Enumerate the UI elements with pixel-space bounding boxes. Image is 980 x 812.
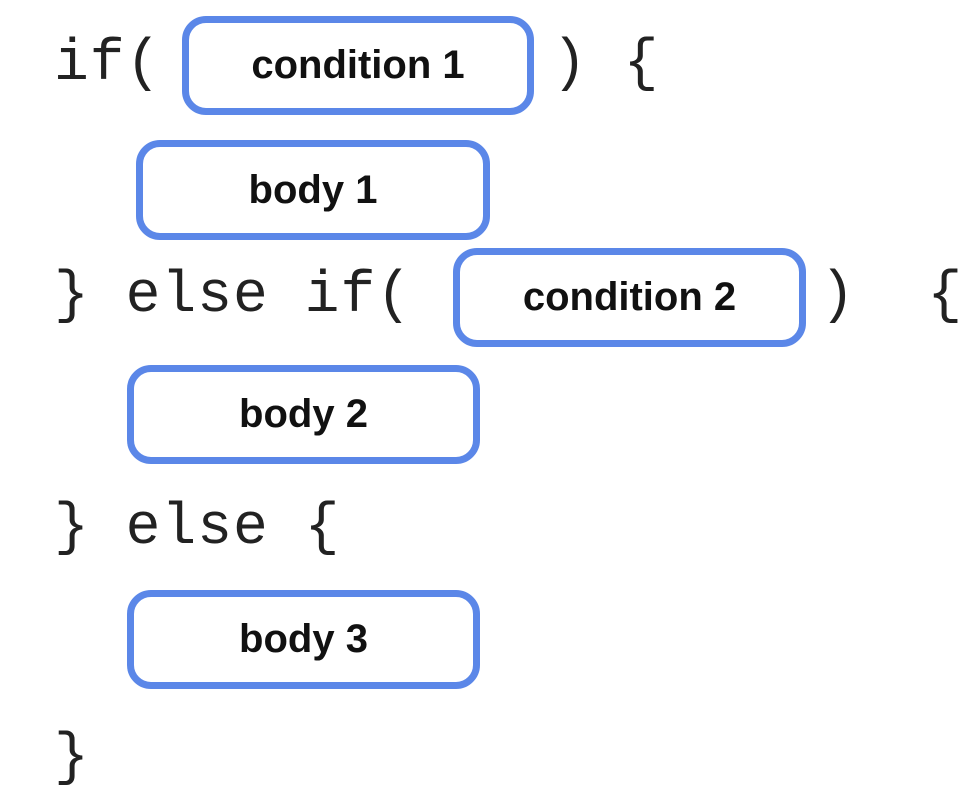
if-close-paren-brace: ) { <box>552 32 660 97</box>
body-3-box: body 3 <box>127 590 480 689</box>
condition-1-box: condition 1 <box>182 16 534 115</box>
body-1-box: body 1 <box>136 140 490 240</box>
else-keyword: } else { <box>54 496 341 561</box>
body-2-box: body 2 <box>127 365 480 464</box>
closing-brace: } <box>54 726 90 791</box>
body-1-label: body 1 <box>248 167 378 212</box>
condition-1-label: condition 1 <box>251 43 465 87</box>
if-keyword: if( <box>54 32 162 97</box>
else-if-keyword: } else if( <box>54 264 413 329</box>
body-3-label: body 3 <box>239 617 368 661</box>
condition-2-label: condition 2 <box>522 275 737 319</box>
body-2-label: body 2 <box>239 392 368 436</box>
else-if-close-paren-brace: ) { <box>820 264 964 329</box>
condition-2-box: condition 2 <box>453 248 806 347</box>
